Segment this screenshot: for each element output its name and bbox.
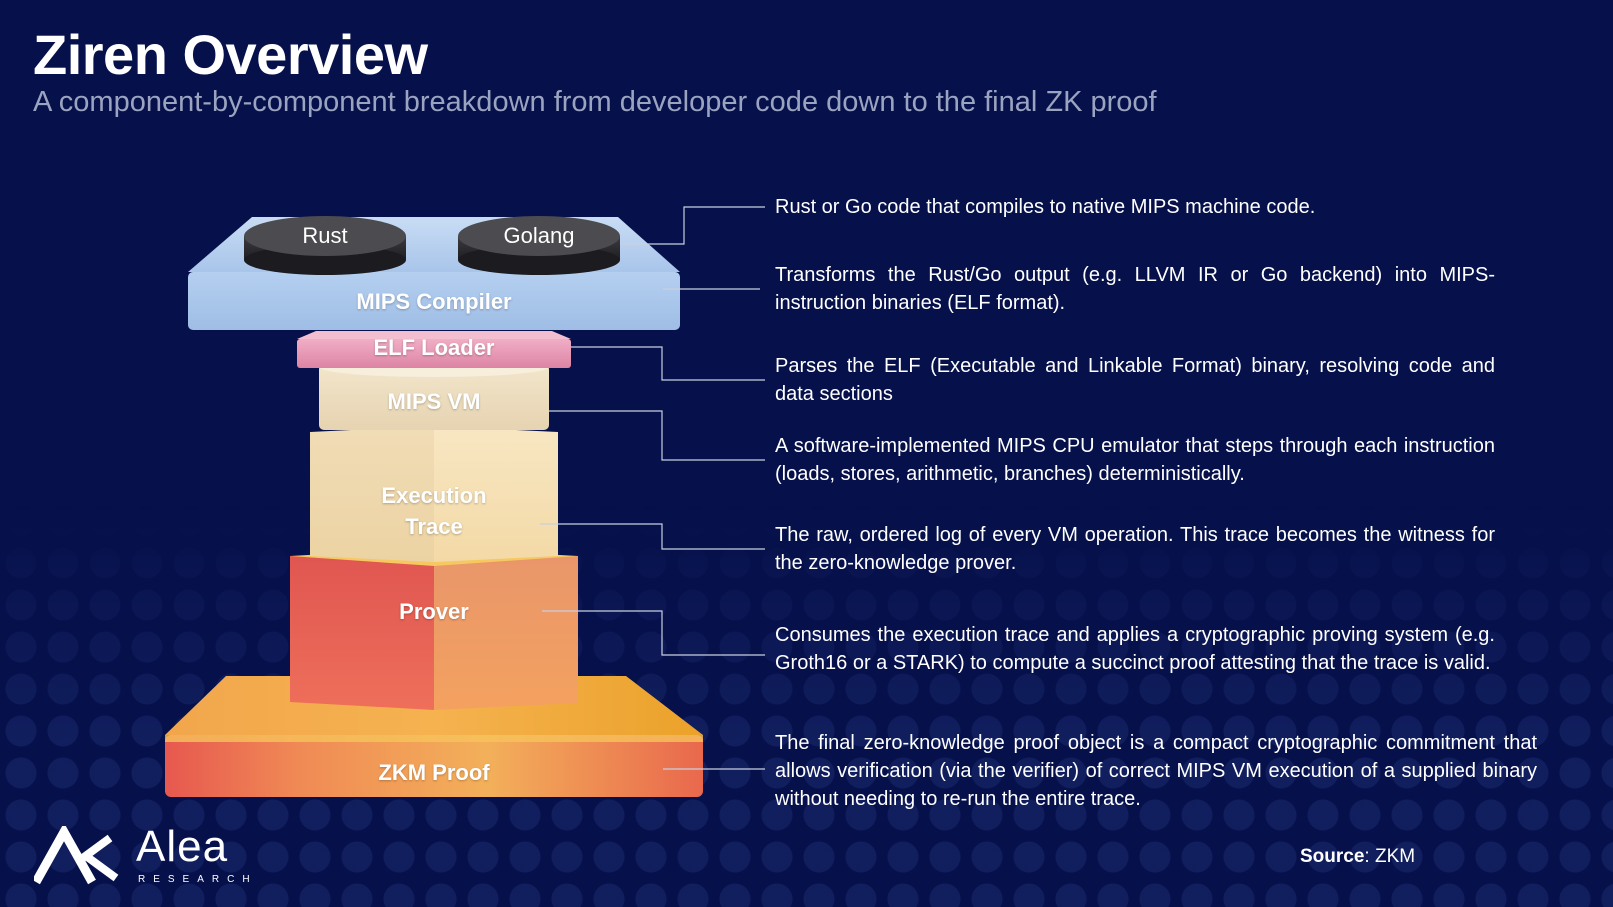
logo-wordmark: Alea [136, 822, 229, 871]
page-subtitle: A component-by-component breakdown from … [33, 86, 1157, 118]
page-title: Ziren Overview [33, 23, 428, 86]
elf-loader-layer [297, 331, 571, 368]
source-label: Source [1300, 846, 1365, 867]
connector-elf [571, 346, 765, 381]
mips-vm-label: MIPS VM [387, 389, 481, 414]
elf-loader-label: ELF Loader [373, 335, 495, 360]
connector-vm [549, 410, 765, 461]
prover-label: Prover [399, 599, 469, 624]
description-execution-trace: The raw, ordered log of every VM operati… [775, 524, 1495, 574]
description-languages: Rust or Go code that compiles to native … [775, 196, 1316, 218]
description-elf-loader: Parses the ELF (Executable and Linkable … [775, 355, 1495, 405]
mips-compiler-label: MIPS Compiler [356, 289, 512, 314]
execution-trace-layer [310, 426, 558, 562]
connector-prover [542, 610, 765, 656]
prover-layer [290, 548, 578, 710]
description-mips-vm: A software-implemented MIPS CPU emulator… [775, 435, 1495, 485]
zkm-proof-label: ZKM Proof [378, 760, 490, 785]
execution-trace-label: Execution Trace [284, 480, 584, 542]
rust-disk [244, 216, 406, 275]
description-prover: Consumes the execution trace and applies… [775, 624, 1495, 674]
execution-trace-label-line1: Execution [381, 483, 487, 508]
alea-logo-icon [34, 826, 119, 885]
description-mips-compiler: Transforms the Rust/Go output (e.g. LLVM… [775, 264, 1495, 314]
golang-disk [458, 216, 620, 275]
connector-languages [620, 206, 765, 245]
connector-trace [540, 523, 765, 550]
description-zkm-proof: The final zero-knowledge proof object is… [775, 732, 1537, 810]
source-note: Source: ZKM [1300, 846, 1416, 867]
golang-label: Golang [503, 223, 575, 248]
source-value: ZKM [1374, 846, 1416, 867]
rust-label: Rust [302, 223, 348, 248]
logo-subtitle: RESEARCH [138, 874, 258, 885]
connector-lines [540, 206, 765, 770]
execution-trace-label-line2: Trace [405, 514, 463, 539]
